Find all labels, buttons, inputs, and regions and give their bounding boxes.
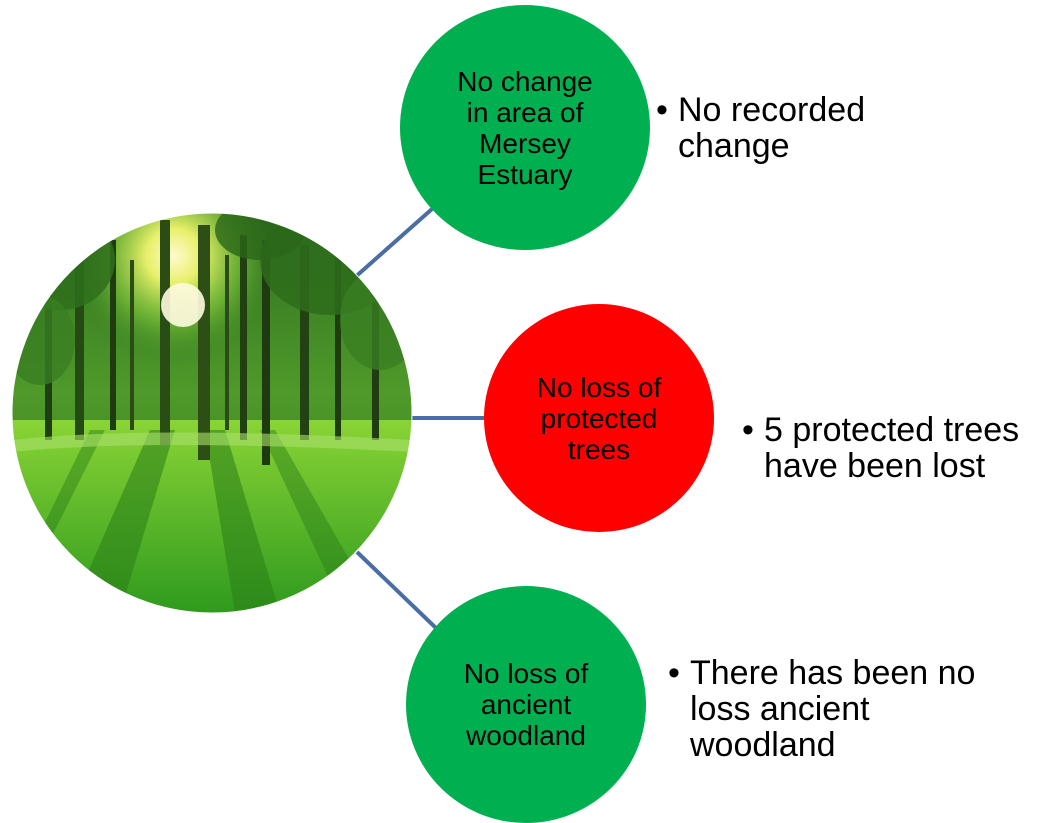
goal-label: No loss of ancient woodland [463, 658, 589, 751]
goal-label: No change in area of Mersey Estuary [457, 65, 593, 190]
goal-label: No loss of protected trees [536, 371, 662, 465]
status-note-text: There has been no loss ancient woodland [690, 654, 976, 764]
bullet-icon: • [742, 411, 754, 449]
bullet-icon: • [668, 654, 680, 692]
status-note-ancient-woodland: • There has been no loss ancient woodlan… [668, 655, 1018, 763]
bullet-icon: • [656, 91, 668, 129]
connector-top [351, 207, 434, 281]
status-note-mersey-estuary: • No recorded change [656, 92, 916, 164]
status-note-text: No recorded change [678, 91, 866, 165]
status-note-text: 5 protected trees have been lost [764, 411, 1020, 485]
connector-bottom [355, 550, 439, 631]
goal-node-protected-trees: No loss of protected trees [484, 304, 714, 532]
goal-node-ancient-woodland: No loss of ancient woodland [406, 586, 646, 823]
goal-node-mersey-estuary: No change in area of Mersey Estuary [400, 5, 650, 250]
status-note-protected-trees: • 5 protected trees have been lost [742, 412, 1047, 484]
